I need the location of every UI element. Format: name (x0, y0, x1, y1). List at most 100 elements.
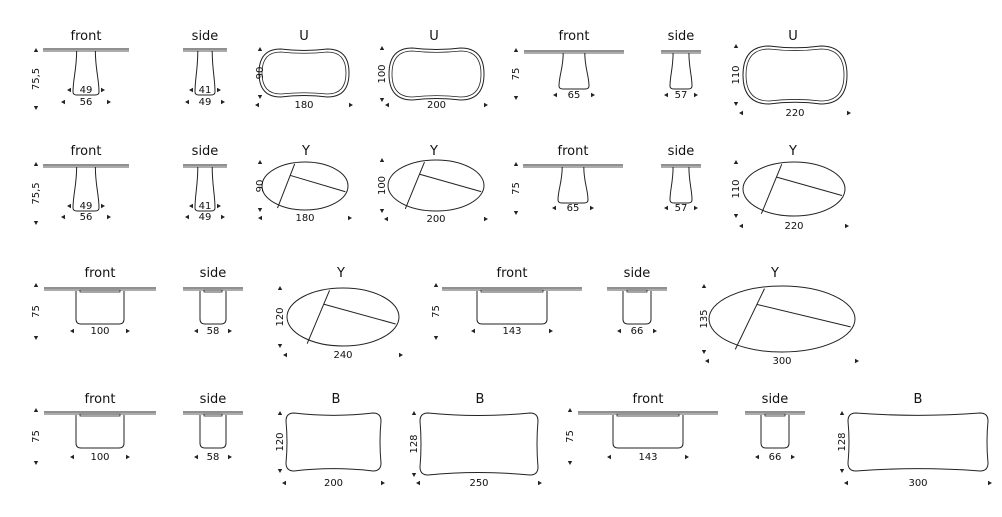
front-width-dimension: 100 (70, 452, 130, 463)
table-base (669, 166, 693, 204)
dim-arrow-right (126, 454, 130, 460)
dim-arrow-left (67, 87, 71, 93)
front-view-label: front (71, 144, 102, 159)
dim-arrow-right (399, 352, 403, 358)
dim-value: 100 (90, 452, 109, 463)
dim-arrow-up (513, 48, 519, 52)
dim-arrow-down (513, 96, 519, 100)
dim-arrow-down (411, 473, 417, 477)
dim-value: 66 (631, 326, 644, 337)
front-view-label: front (633, 392, 664, 407)
front-view-label: front (497, 266, 528, 281)
front-width-dimension: 143 (607, 452, 689, 463)
u-top-outer (258, 48, 350, 98)
dim-value: 100 (377, 64, 388, 83)
height-dimension: 75 (511, 48, 522, 100)
length-dimension: 240 (283, 350, 403, 361)
base-plate (616, 413, 680, 417)
dim-arrow-left (844, 480, 848, 486)
y-segment-line (290, 174, 346, 193)
dim-arrow-right (107, 214, 111, 220)
height-dimension: 75 (31, 283, 42, 340)
dim-value: 128 (409, 434, 420, 453)
table-base (476, 291, 548, 325)
side-view-label: side (200, 392, 227, 407)
front-width-dimension: 65 (552, 203, 594, 214)
dim-arrow-left (617, 328, 621, 334)
drawing-row: 75front100side58Y12024075front143side66Y… (31, 266, 859, 367)
dim-arrow-down (257, 208, 263, 212)
height-dimension: 75,5 (31, 48, 42, 110)
dim-arrow-left (471, 328, 475, 334)
y-shape-top (387, 159, 485, 212)
dim-value: 75 (31, 430, 42, 443)
dim-arrow-right (855, 358, 859, 364)
dim-value: 75 (511, 182, 522, 195)
depth-dimension: 120 (275, 411, 286, 473)
dim-arrow-left (385, 102, 389, 108)
dim-arrow-up (257, 160, 263, 164)
depth-dimension: 100 (377, 158, 388, 213)
y-top-outline (742, 161, 846, 217)
dim-value: 240 (333, 350, 352, 361)
side-view (183, 48, 227, 96)
base-plate (203, 289, 223, 293)
dim-value: 57 (675, 90, 688, 101)
table-base (760, 415, 790, 449)
length-dimension: 250 (416, 478, 542, 489)
front-view-label: front (558, 144, 589, 159)
dim-value: 57 (675, 203, 688, 214)
dim-arrow-right (221, 214, 225, 220)
dim-arrow-up (433, 283, 439, 287)
height-dimension: 75 (31, 408, 42, 465)
front-width-dimension: 56 (61, 212, 111, 223)
dim-arrow-left (739, 110, 743, 116)
b-top-outline (847, 412, 989, 472)
depth-dimension: 128 (837, 411, 848, 473)
dim-arrow-up (513, 162, 519, 166)
side-width-dimension: 58 (194, 452, 232, 463)
dim-arrow-left (61, 214, 65, 220)
b-shape-top (419, 412, 539, 476)
depth-dimension: 90 (255, 47, 266, 99)
dim-arrow-down (567, 461, 573, 465)
dim-arrow-right (484, 102, 488, 108)
y-top-outline (286, 287, 400, 347)
dim-arrow-down (277, 344, 283, 348)
front-view-label: front (71, 29, 102, 44)
dim-arrow-left (283, 352, 287, 358)
shape-type-label: Y (429, 144, 438, 159)
dim-value: 49 (80, 85, 93, 96)
dim-value: 75 (431, 305, 442, 318)
dim-arrow-up (33, 162, 39, 166)
dim-arrow-up (33, 283, 39, 287)
y-segment-line (757, 303, 851, 328)
shape-type-label: Y (301, 144, 310, 159)
dim-arrow-left (607, 454, 611, 460)
y-shape-top (742, 161, 846, 217)
dim-arrow-left (70, 328, 74, 334)
dim-value: 200 (324, 478, 343, 489)
base-plate (764, 413, 786, 417)
dim-arrow-down (701, 350, 707, 354)
height-dimension: 75 (431, 283, 442, 340)
front-view (442, 287, 582, 325)
front-width-dimension: 56 (61, 97, 111, 108)
side-view (183, 411, 243, 449)
height-dimension: 75 (565, 408, 576, 465)
dim-arrow-left (61, 99, 65, 105)
dim-arrow-right (381, 480, 385, 486)
dim-arrow-right (101, 87, 105, 93)
length-dimension: 180 (255, 100, 353, 111)
front-width-dimension: 65 (553, 90, 595, 101)
drawing-row: 75,5front4956side4149U90180U10020075fron… (31, 29, 851, 119)
